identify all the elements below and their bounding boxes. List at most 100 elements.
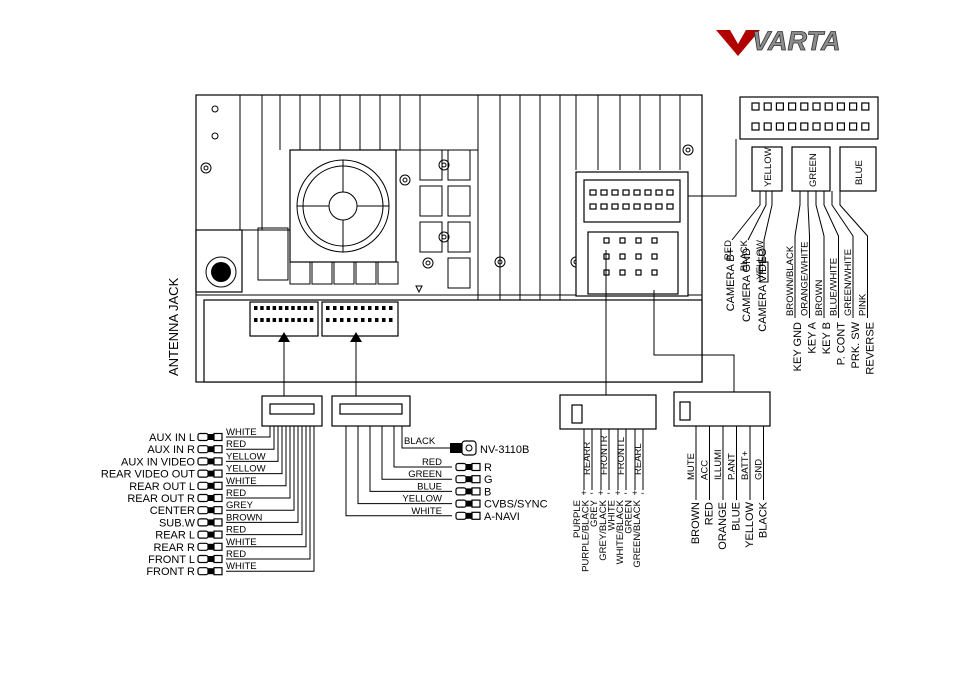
control-wire-color-5: PINK (858, 293, 869, 316)
wire-color-label-8: RED (226, 525, 246, 536)
speaker-wire-color-1: PURPLE/BLACK (581, 499, 592, 571)
mid-wire-color-1: GREEN (408, 469, 442, 480)
speaker-wire-color-6: GREEN (624, 500, 635, 534)
speaker-pin-minus-1: - (607, 488, 610, 499)
camera-plug (751, 146, 783, 192)
power-pin-label-0: MUTE (686, 453, 697, 480)
wire-color-label-7: BROWN (226, 512, 263, 523)
speaker-pin-plus-1: + (598, 488, 604, 499)
camera-label-1: CAMERA GND (741, 248, 753, 322)
wire-color-label-10: RED (226, 549, 246, 560)
mid-harness-label-3: CVBS/SYNC (484, 499, 548, 511)
speaker-wire-color-7: GREEN/BLACK (632, 499, 643, 567)
speaker-pin-label-2: FRONTL (616, 437, 627, 475)
plug-label-blue: BLUE (854, 160, 865, 185)
wire-color-label-5: RED (226, 488, 246, 499)
control-connector (739, 96, 879, 140)
rca-jack-10 (197, 554, 223, 564)
power-pin-label-3: P.ANT (727, 453, 738, 480)
mid-wire-color-4: WHITE (411, 506, 442, 517)
left-harness-label-2: AUX IN VIDEO (121, 456, 195, 468)
rca-jack-3 (197, 469, 223, 478)
speaker-pin-minus-0: - (590, 488, 593, 499)
heat-fins (196, 95, 681, 330)
left-harness-label-6: CENTER (150, 505, 195, 517)
nav-connector-icon (450, 440, 477, 456)
antenna-jack-label: ANTENNA JACK (166, 277, 181, 376)
rca-jack-11 (197, 567, 223, 576)
camera-label-2: CAMERA VIDEO (757, 248, 769, 332)
camera-wire-color-2: YELLOW (755, 240, 766, 280)
power-wire-color-3: BLUE (731, 502, 743, 531)
rca-jack-6 (197, 506, 223, 515)
mid-rca-jack-2 (455, 487, 481, 496)
mid-rca-jack-3 (455, 499, 481, 508)
mid-rca-jack-1 (455, 475, 481, 484)
nav-wire-color: BLACK (404, 436, 436, 447)
control-label-5: REVERSE (865, 322, 877, 375)
rca-jack-9 (197, 542, 223, 551)
left-harness-label-4: REAR OUT L (129, 481, 195, 493)
power-wire-color-4: YELLOW (744, 501, 756, 547)
control-wires (794, 191, 868, 318)
wire-color-label-4: WHITE (226, 476, 257, 487)
rca-jack-5 (197, 493, 223, 503)
mid-wire-color-0: RED (422, 457, 442, 468)
speaker-pin-plus-3: + (632, 488, 638, 499)
mid-rca-jack-0 (455, 462, 481, 472)
power-wire-color-5: BLACK (758, 501, 770, 538)
plug-label-green: GREEN (808, 153, 819, 187)
wire-color-label-9: WHITE (226, 537, 257, 548)
speaker-wire-color-0: PURPLE (572, 500, 583, 538)
control-wire-color-0: BROWN/BLACK (785, 245, 796, 316)
control-wire-color-2: BROWN (814, 279, 825, 316)
speaker-wire-color-2: GREY (589, 499, 600, 527)
antenna-jack (195, 229, 243, 293)
camera-label-0: CAMERA B+ (725, 248, 737, 311)
control-label-3: P. CONT (836, 322, 848, 365)
speaker-wire-color-3: GREY/BLACK (598, 499, 609, 560)
power-wire-color-2: ORANGE (717, 502, 729, 550)
left-harness-label-9: REAR R (153, 542, 195, 554)
iso-connector-block (575, 171, 689, 297)
mid-harness-label-1: G (484, 474, 493, 486)
power-pin-label-5: GND (754, 459, 765, 480)
wire-color-label-11: WHITE (226, 561, 257, 572)
left-harness-label-1: AUX IN R (147, 444, 195, 456)
speaker-pin-minus-3: - (641, 488, 644, 499)
control-wire-color-3: BLUE/WHITE (829, 258, 840, 316)
plug-label-yellow: YELLOW (763, 147, 774, 187)
ribbon-connector-right (321, 301, 399, 337)
left-harness-label-10: FRONT L (148, 554, 195, 566)
wire-color-label-3: YELLOW (226, 464, 266, 475)
left-harness-label-7: SUB.W (159, 517, 196, 529)
rca-jack-7 (197, 518, 223, 527)
power-pin-label-1: ACC (700, 460, 711, 480)
rca-jack-1 (197, 445, 223, 454)
varta-logo: VARTA (716, 26, 841, 56)
camera-wire-color-0: RED (723, 240, 734, 260)
left-harness-label-5: REAR OUT R (127, 493, 195, 505)
rca-jack-2 (197, 457, 223, 466)
wire-color-label-6: GREY (226, 500, 254, 511)
control-label-2: KEY B (821, 322, 833, 354)
camera-wire-color-1: BLACK (739, 239, 750, 271)
power-wire-color-0: BROWN (690, 502, 702, 544)
speaker-pin-minus-2: - (624, 488, 627, 499)
control-wire-color-4: GREEN/WHITE (843, 249, 854, 316)
speaker-pin-label-3: REARL (633, 443, 644, 475)
logo-text: VARTA (752, 26, 841, 56)
power-pin-label-2: ILLUMI (713, 449, 724, 480)
rca-jack-4 (197, 481, 223, 490)
mid-harness-label-2: B (484, 486, 491, 498)
mid-rca-jack-4 (455, 511, 481, 520)
head-unit (195, 94, 703, 383)
speaker-pin-plus-2: + (615, 488, 621, 499)
speaker-wire-color-4: WHITE (606, 500, 617, 531)
speaker-harness: REARR+-FRONTR+-FRONTL+-REARL+-PURPLEPURP… (559, 394, 657, 572)
mid-wire-color-2: BLUE (417, 481, 442, 492)
rca-jack-8 (197, 530, 223, 539)
